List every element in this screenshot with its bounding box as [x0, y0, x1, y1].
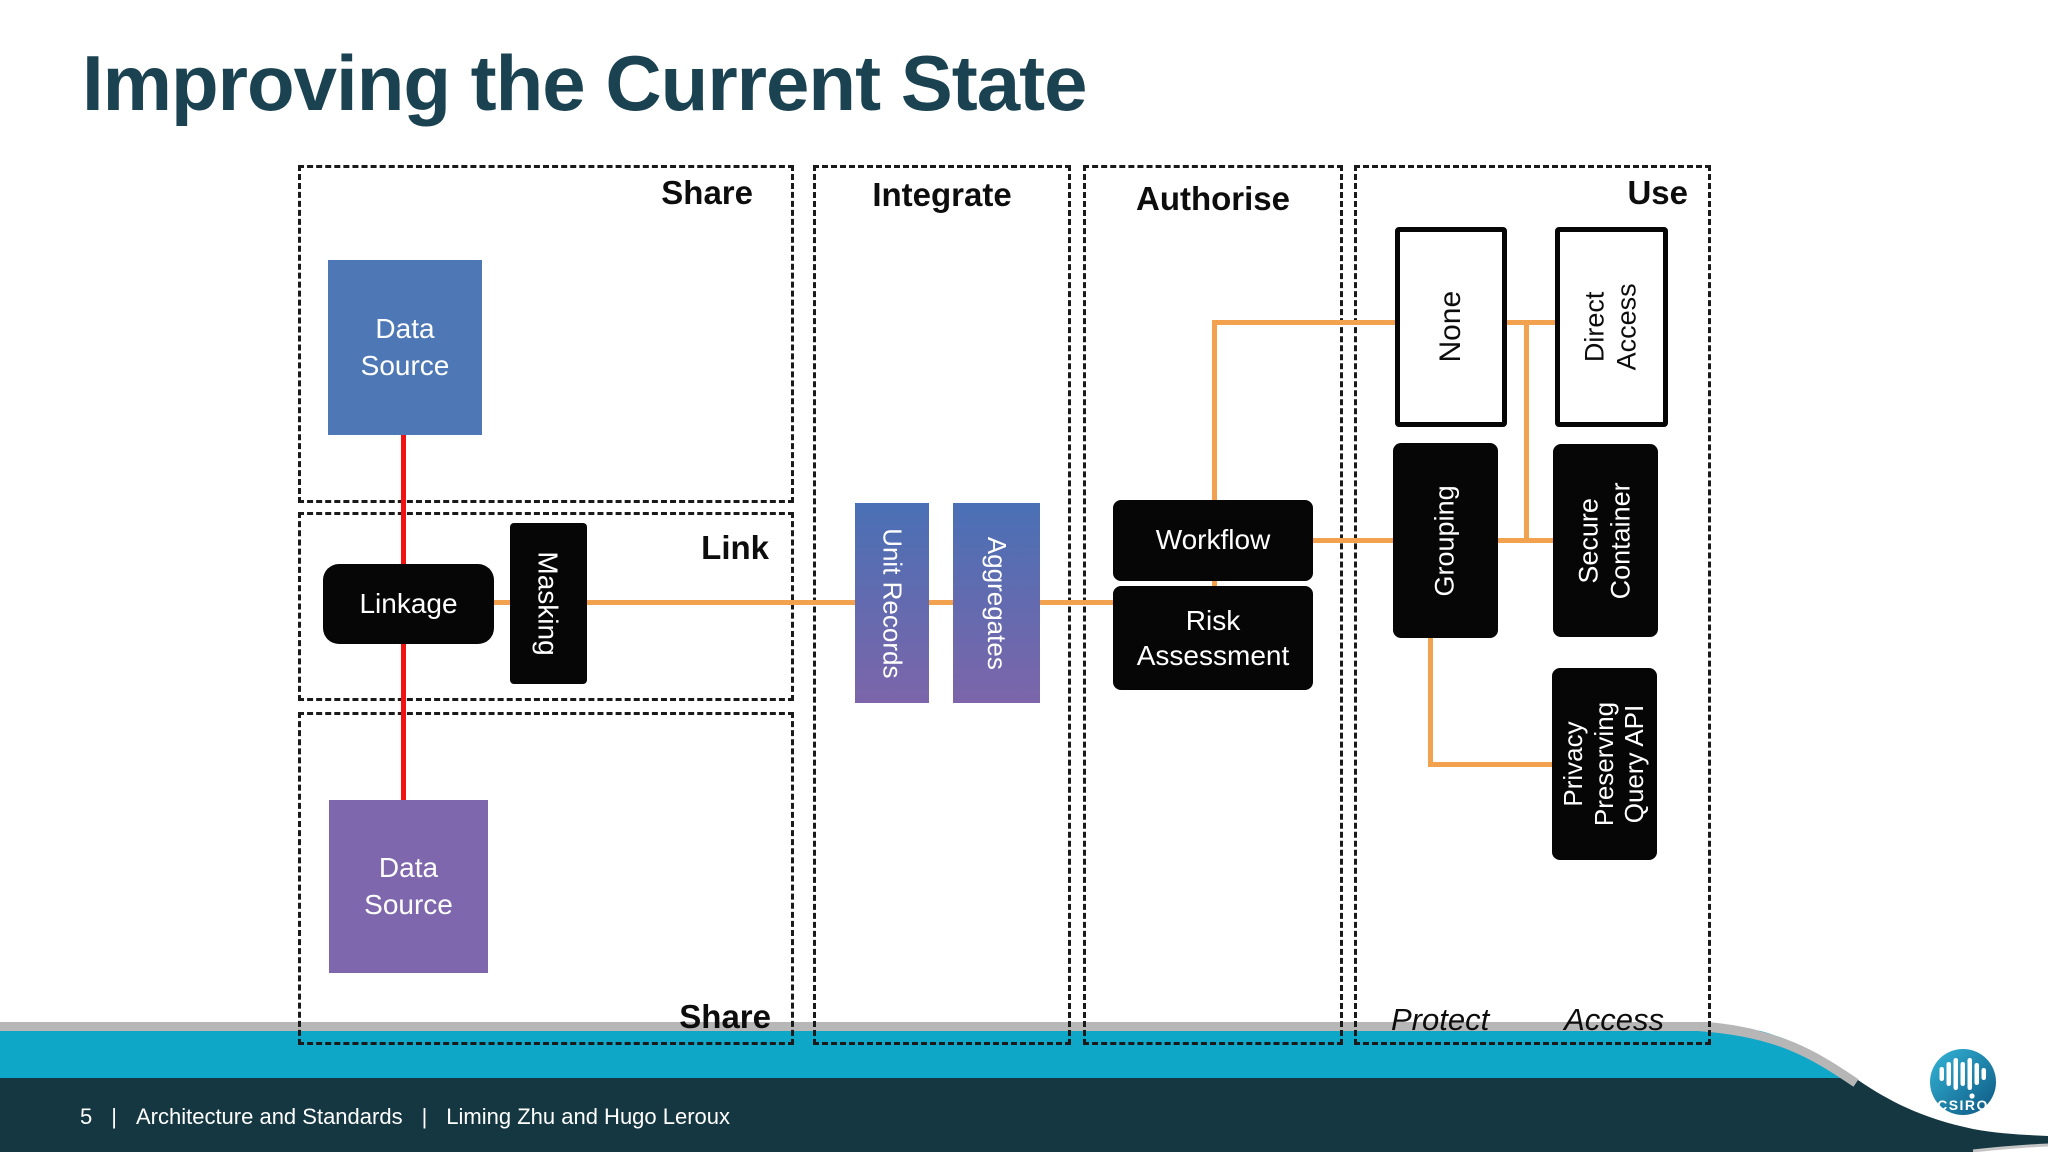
node-label: Masking	[533, 551, 565, 656]
node-label: Data Source	[364, 852, 453, 920]
node-label: Secure Container	[1573, 481, 1636, 600]
group-label-use: Use	[1627, 174, 1688, 211]
node-none: None	[1395, 227, 1507, 427]
node-label: Grouping	[1429, 484, 1460, 597]
node-aggregates: Aggregates	[953, 503, 1040, 703]
page-title: Improving the Current State	[82, 39, 1087, 127]
node-grouping: Grouping	[1393, 443, 1498, 638]
node-secure-container: Secure Container	[1553, 444, 1658, 637]
node-direct-access: Direct Access	[1555, 227, 1668, 427]
node-label: Direct Access	[1579, 283, 1642, 371]
connector-orange-main	[494, 600, 1113, 605]
group-link: Link	[298, 512, 794, 701]
node-label: Unit Records	[877, 527, 908, 679]
node-label: Privacy Preserving Query API	[1558, 701, 1650, 827]
group-share-top: Share	[298, 165, 794, 503]
group-use: Use Protect Access	[1354, 165, 1711, 1045]
corner-gray-edge	[1972, 1143, 2048, 1152]
node-label: None	[1434, 291, 1468, 363]
footer-gray-strip	[0, 1022, 2048, 1031]
connector-orange-workflow-risk	[1212, 575, 1217, 593]
connector-orange-to-ppqa	[1428, 762, 1557, 767]
csiro-logo-text: CSIRO	[1937, 1097, 1989, 1113]
node-unit-records: Unit Records	[855, 503, 929, 703]
node-label: Data Source	[360, 313, 450, 381]
node-data-source-bottom: Data Source	[329, 800, 488, 973]
group-authorise: Authorise	[1083, 165, 1343, 1045]
group-label-share-top: Share	[661, 174, 753, 211]
footer-separator: |	[111, 1104, 117, 1129]
footer-dark-band	[0, 1078, 2048, 1152]
gray-curve-strip	[1697, 1022, 1859, 1087]
node-label: Workflow	[1155, 524, 1271, 556]
node-masking: Masking	[510, 523, 587, 684]
footer-page-number: 5	[80, 1104, 93, 1129]
connector-orange-grouping-down	[1428, 630, 1433, 767]
connector-orange-workflow-up	[1212, 320, 1217, 510]
csiro-logo-waveform-icon	[1939, 1058, 1986, 1099]
footer-wave: CSIRO	[1697, 988, 2048, 1152]
connector-orange-drop	[1524, 320, 1529, 542]
node-privacy-preserving-query-api: Privacy Preserving Query API	[1552, 668, 1657, 860]
node-data-source-top: Data Source	[328, 260, 482, 435]
node-label: Linkage	[359, 587, 458, 619]
footer-cyan-band	[0, 1031, 2048, 1078]
node-risk-assessment: Risk Assessment	[1113, 586, 1313, 690]
connector-orange-to-none-direct	[1212, 320, 1557, 325]
group-label-access: Access	[1564, 1002, 1664, 1037]
node-label: Risk Assessment	[1136, 605, 1290, 671]
group-share-bottom: Share	[298, 712, 794, 1045]
footer-section: Architecture and Standards	[135, 1104, 403, 1129]
group-integrate: Integrate	[813, 165, 1071, 1045]
node-linkage: Linkage	[323, 564, 494, 644]
node-workflow: Workflow	[1113, 500, 1313, 581]
group-label-protect: Protect	[1391, 1002, 1490, 1037]
white-swoosh	[1707, 988, 2048, 1136]
csiro-logo: CSIRO	[1930, 1049, 1996, 1115]
group-label-authorise: Authorise	[1135, 180, 1290, 217]
footer-authors: Liming Zhu and Hugo Leroux	[446, 1104, 731, 1129]
node-label: Aggregates	[981, 536, 1012, 670]
group-label-integrate: Integrate	[872, 176, 1012, 213]
group-label-link: Link	[701, 529, 769, 566]
group-label-share-bottom: Share	[679, 998, 771, 1035]
footer-separator: |	[421, 1104, 428, 1129]
footer: 5 | Architecture and Standards | Liming …	[80, 1104, 730, 1130]
